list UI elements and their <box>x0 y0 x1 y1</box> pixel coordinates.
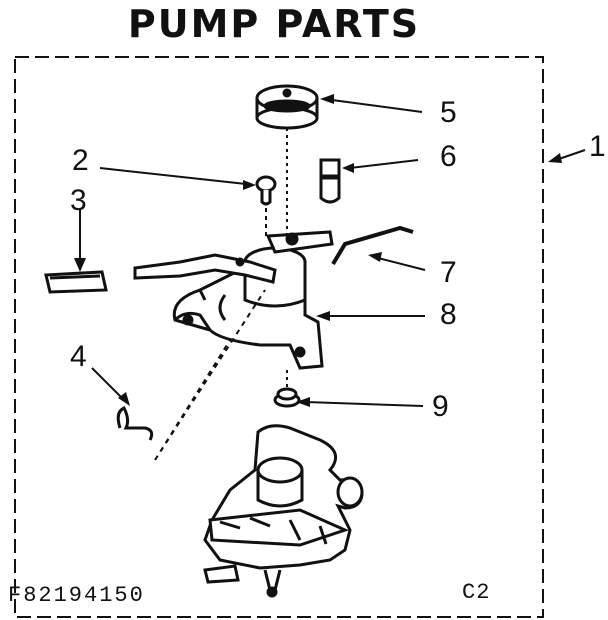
callout-3: 3 <box>70 184 87 217</box>
part-7-spring-wire <box>331 225 414 266</box>
part-9-check-valve <box>273 387 301 408</box>
lower-pump-housing <box>203 424 364 598</box>
part-5-grommet <box>255 84 319 130</box>
diagram-title: PUMP PARTS <box>127 2 421 46</box>
arrowheads <box>74 94 562 407</box>
gasket-leader-lines <box>154 289 266 461</box>
part-6-valve <box>319 158 341 204</box>
callout-8: 8 <box>440 298 457 331</box>
part-4-gasket <box>116 406 154 441</box>
callout-7: 7 <box>440 256 457 289</box>
part-3-sleeve <box>44 270 108 294</box>
callout-1: 1 <box>589 130 606 163</box>
callout-4: 4 <box>70 340 87 373</box>
dashed-frame <box>14 56 544 618</box>
part-8-pump-body <box>172 246 324 370</box>
part-2-screw <box>255 175 277 206</box>
part-number-code: F82194150 <box>8 583 145 608</box>
callout-5: 5 <box>440 96 457 129</box>
callout-9: 9 <box>432 390 449 423</box>
leader-lines <box>79 99 586 407</box>
sheet-id: C2 <box>462 580 491 605</box>
callout-6: 6 <box>440 140 457 173</box>
callout-2: 2 <box>72 144 89 177</box>
pump-lever <box>133 230 334 284</box>
